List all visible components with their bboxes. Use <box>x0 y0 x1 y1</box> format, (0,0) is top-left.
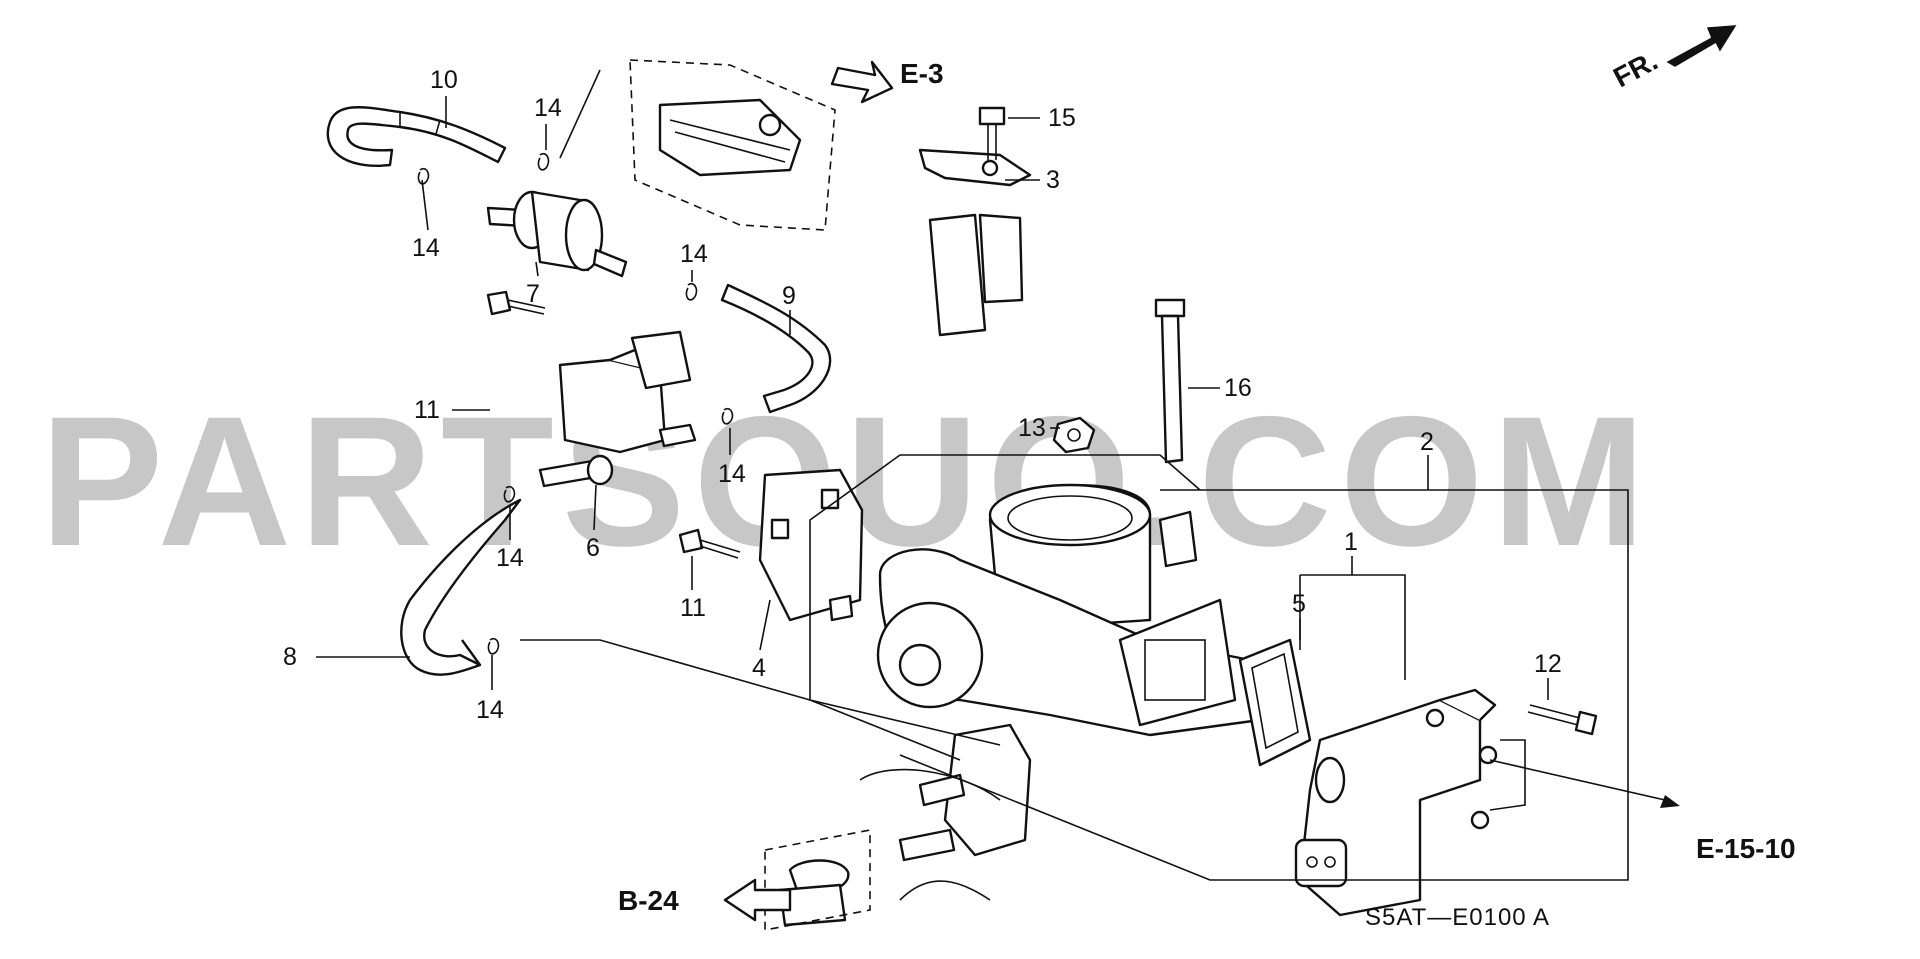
b24-label: B-24 <box>618 885 679 916</box>
front-direction-label: FR. <box>1608 45 1662 94</box>
callout-5: 5 <box>1292 590 1306 618</box>
part-5-gasket <box>1238 638 1312 767</box>
part-11-bolts <box>486 290 741 559</box>
callout-1: 1 <box>1344 528 1358 556</box>
callout-14-right-valve: 14 <box>718 460 746 488</box>
part-2-throttle-body <box>828 483 1262 737</box>
e3-arrow-icon <box>830 60 894 104</box>
callout-14-left-lower: 14 <box>496 544 524 572</box>
callout-7: 7 <box>526 280 540 308</box>
callout-10: 10 <box>430 66 458 94</box>
part-9-hose <box>720 283 832 414</box>
callout-3: 3 <box>1046 166 1060 194</box>
part-8-hose <box>400 498 522 676</box>
lower-pipe-assembly <box>764 723 1032 931</box>
callout-12: 12 <box>1534 650 1562 678</box>
callout-8: 8 <box>283 643 297 671</box>
fuel-rail-detail <box>629 59 836 231</box>
callout-11-upper: 11 <box>414 396 440 424</box>
callout-15: 15 <box>1048 104 1076 132</box>
b24-arrow-icon <box>723 878 792 922</box>
callout-9: 9 <box>782 282 796 310</box>
e1510-reference: E-15-10 <box>1660 795 1796 864</box>
leader-lines <box>316 69 1666 881</box>
e1510-label: E-15-10 <box>1696 833 1796 864</box>
callout-16: 16 <box>1224 374 1252 402</box>
callout-4: 4 <box>752 654 766 682</box>
callout-14-bottom: 14 <box>476 696 504 724</box>
callout-14-left-upper: 14 <box>412 234 440 262</box>
e1510-arrow-icon <box>1660 795 1680 808</box>
callout-2: 2 <box>1420 428 1434 456</box>
part-7-filter <box>486 190 628 278</box>
b24-reference: B-24 <box>618 878 792 922</box>
front-direction-arrow-icon <box>1666 25 1737 67</box>
e3-reference: E-3 <box>830 58 944 104</box>
callout-14-top: 14 <box>534 94 562 122</box>
callout-13: 13 <box>1018 414 1046 442</box>
diagram-code: S5AT—E0100 A <box>1365 904 1550 931</box>
callouts: 10 14 14 7 14 9 11 14 6 14 11 4 8 14 15 … <box>283 66 1562 724</box>
part-6-solenoid-valve <box>538 330 697 488</box>
callout-14-center: 14 <box>680 240 708 268</box>
e3-label: E-3 <box>900 58 944 89</box>
front-direction-indicator: FR. <box>1608 25 1737 94</box>
part-13-nut <box>1052 416 1096 454</box>
part-12-bolt <box>1527 704 1598 736</box>
part-1-iac-valve <box>1294 688 1498 917</box>
part-10-hose <box>326 106 507 167</box>
part-15-bolt <box>978 106 1006 160</box>
callout-11-lower: 11 <box>680 594 706 622</box>
part-14-clamps <box>417 152 734 655</box>
part-3-bracket <box>918 148 1032 337</box>
callout-6: 6 <box>586 534 600 562</box>
part-16-long-bolt <box>1154 298 1186 464</box>
